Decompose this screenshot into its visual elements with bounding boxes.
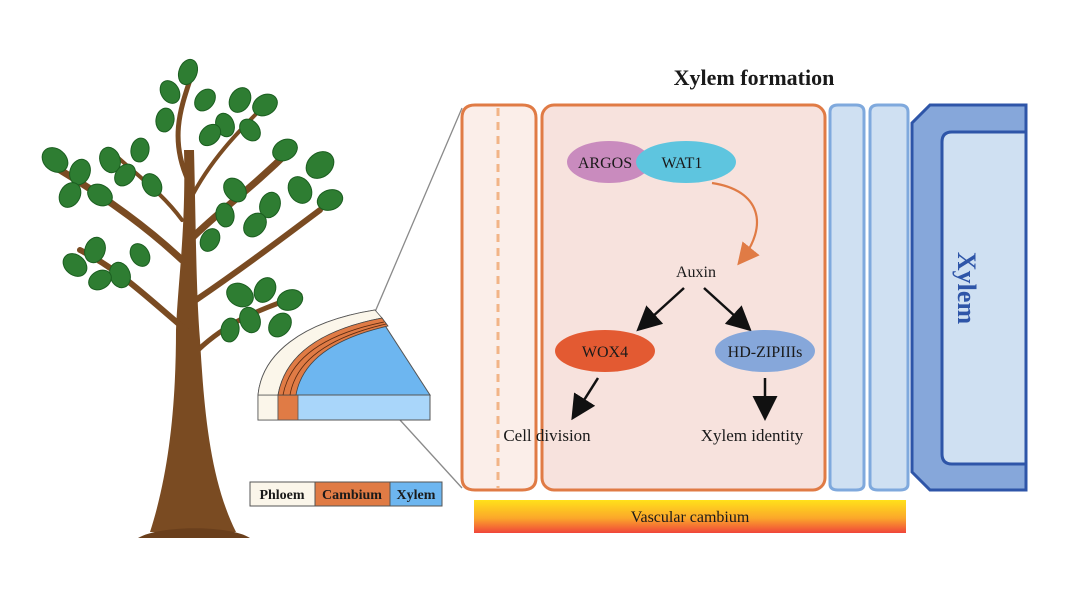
argos-node — [567, 141, 651, 183]
xylem-cell-2 — [868, 103, 910, 492]
wox4-label: WOX4 — [582, 344, 628, 361]
tissue-legend: Phloem Cambium Xylem — [249, 481, 443, 507]
legend-xylem: Xylem — [397, 488, 436, 503]
cambium-cell-left — [460, 103, 538, 492]
auxin-to-wox4-arrow — [636, 287, 685, 332]
wox4-node — [555, 330, 655, 372]
legend-phloem: Phloem — [259, 488, 304, 503]
stem-cross-section-icon — [257, 107, 463, 489]
wox4-to-division-arrow — [571, 377, 600, 421]
xylem-cell-1 — [828, 103, 866, 492]
diagram-title: Xylem formation — [674, 65, 835, 90]
cell-division-label: Cell division — [503, 426, 591, 445]
wat1-label: WAT1 — [662, 155, 703, 172]
xylem-identity-label: Xylem identity — [701, 426, 804, 445]
wat1-node — [636, 141, 736, 183]
vascular-cambium-label: Vascular cambium — [631, 509, 750, 526]
hdzip-label: HD-ZIPIIIs — [728, 344, 803, 361]
auxin-label: Auxin — [676, 264, 716, 281]
xylem-side-label: Xylem — [952, 252, 981, 325]
auxin-to-hdzip-arrow — [703, 287, 752, 332]
legend-cambium: Cambium — [322, 488, 382, 503]
xylem-vessel: Xylem — [910, 103, 1028, 492]
tree-icon — [41, 58, 344, 538]
vascular-cambium-bar — [474, 500, 906, 533]
hdzip-node — [715, 330, 815, 372]
argos-label: ARGOS — [578, 155, 632, 172]
wat1-to-auxin-arrow — [711, 181, 760, 266]
cambium-cell-main — [540, 103, 827, 492]
